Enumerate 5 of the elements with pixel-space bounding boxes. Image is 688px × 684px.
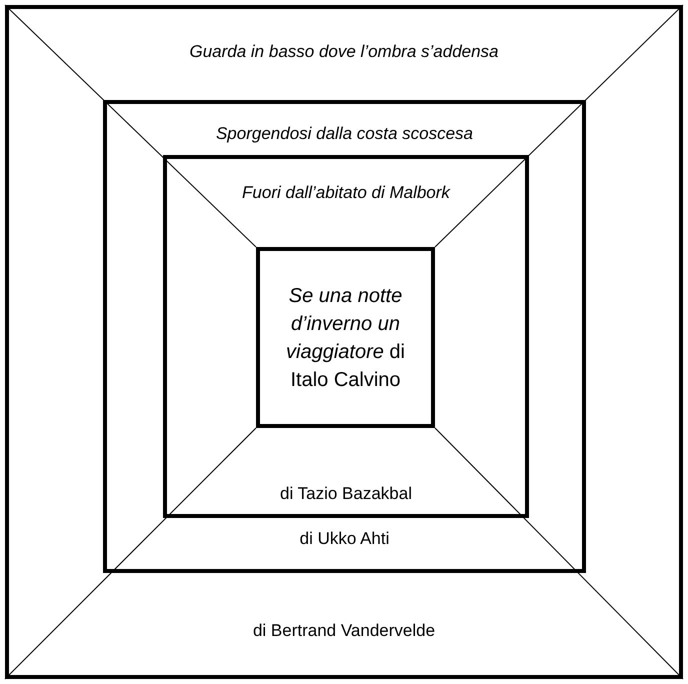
frame-box (163, 155, 529, 518)
frame-box (5, 5, 683, 679)
frame-box (256, 247, 435, 428)
frame-box (103, 100, 586, 573)
book-caption: Se una notte d’inverno un viaggiatore di Italo Calvino (285, 284, 406, 392)
